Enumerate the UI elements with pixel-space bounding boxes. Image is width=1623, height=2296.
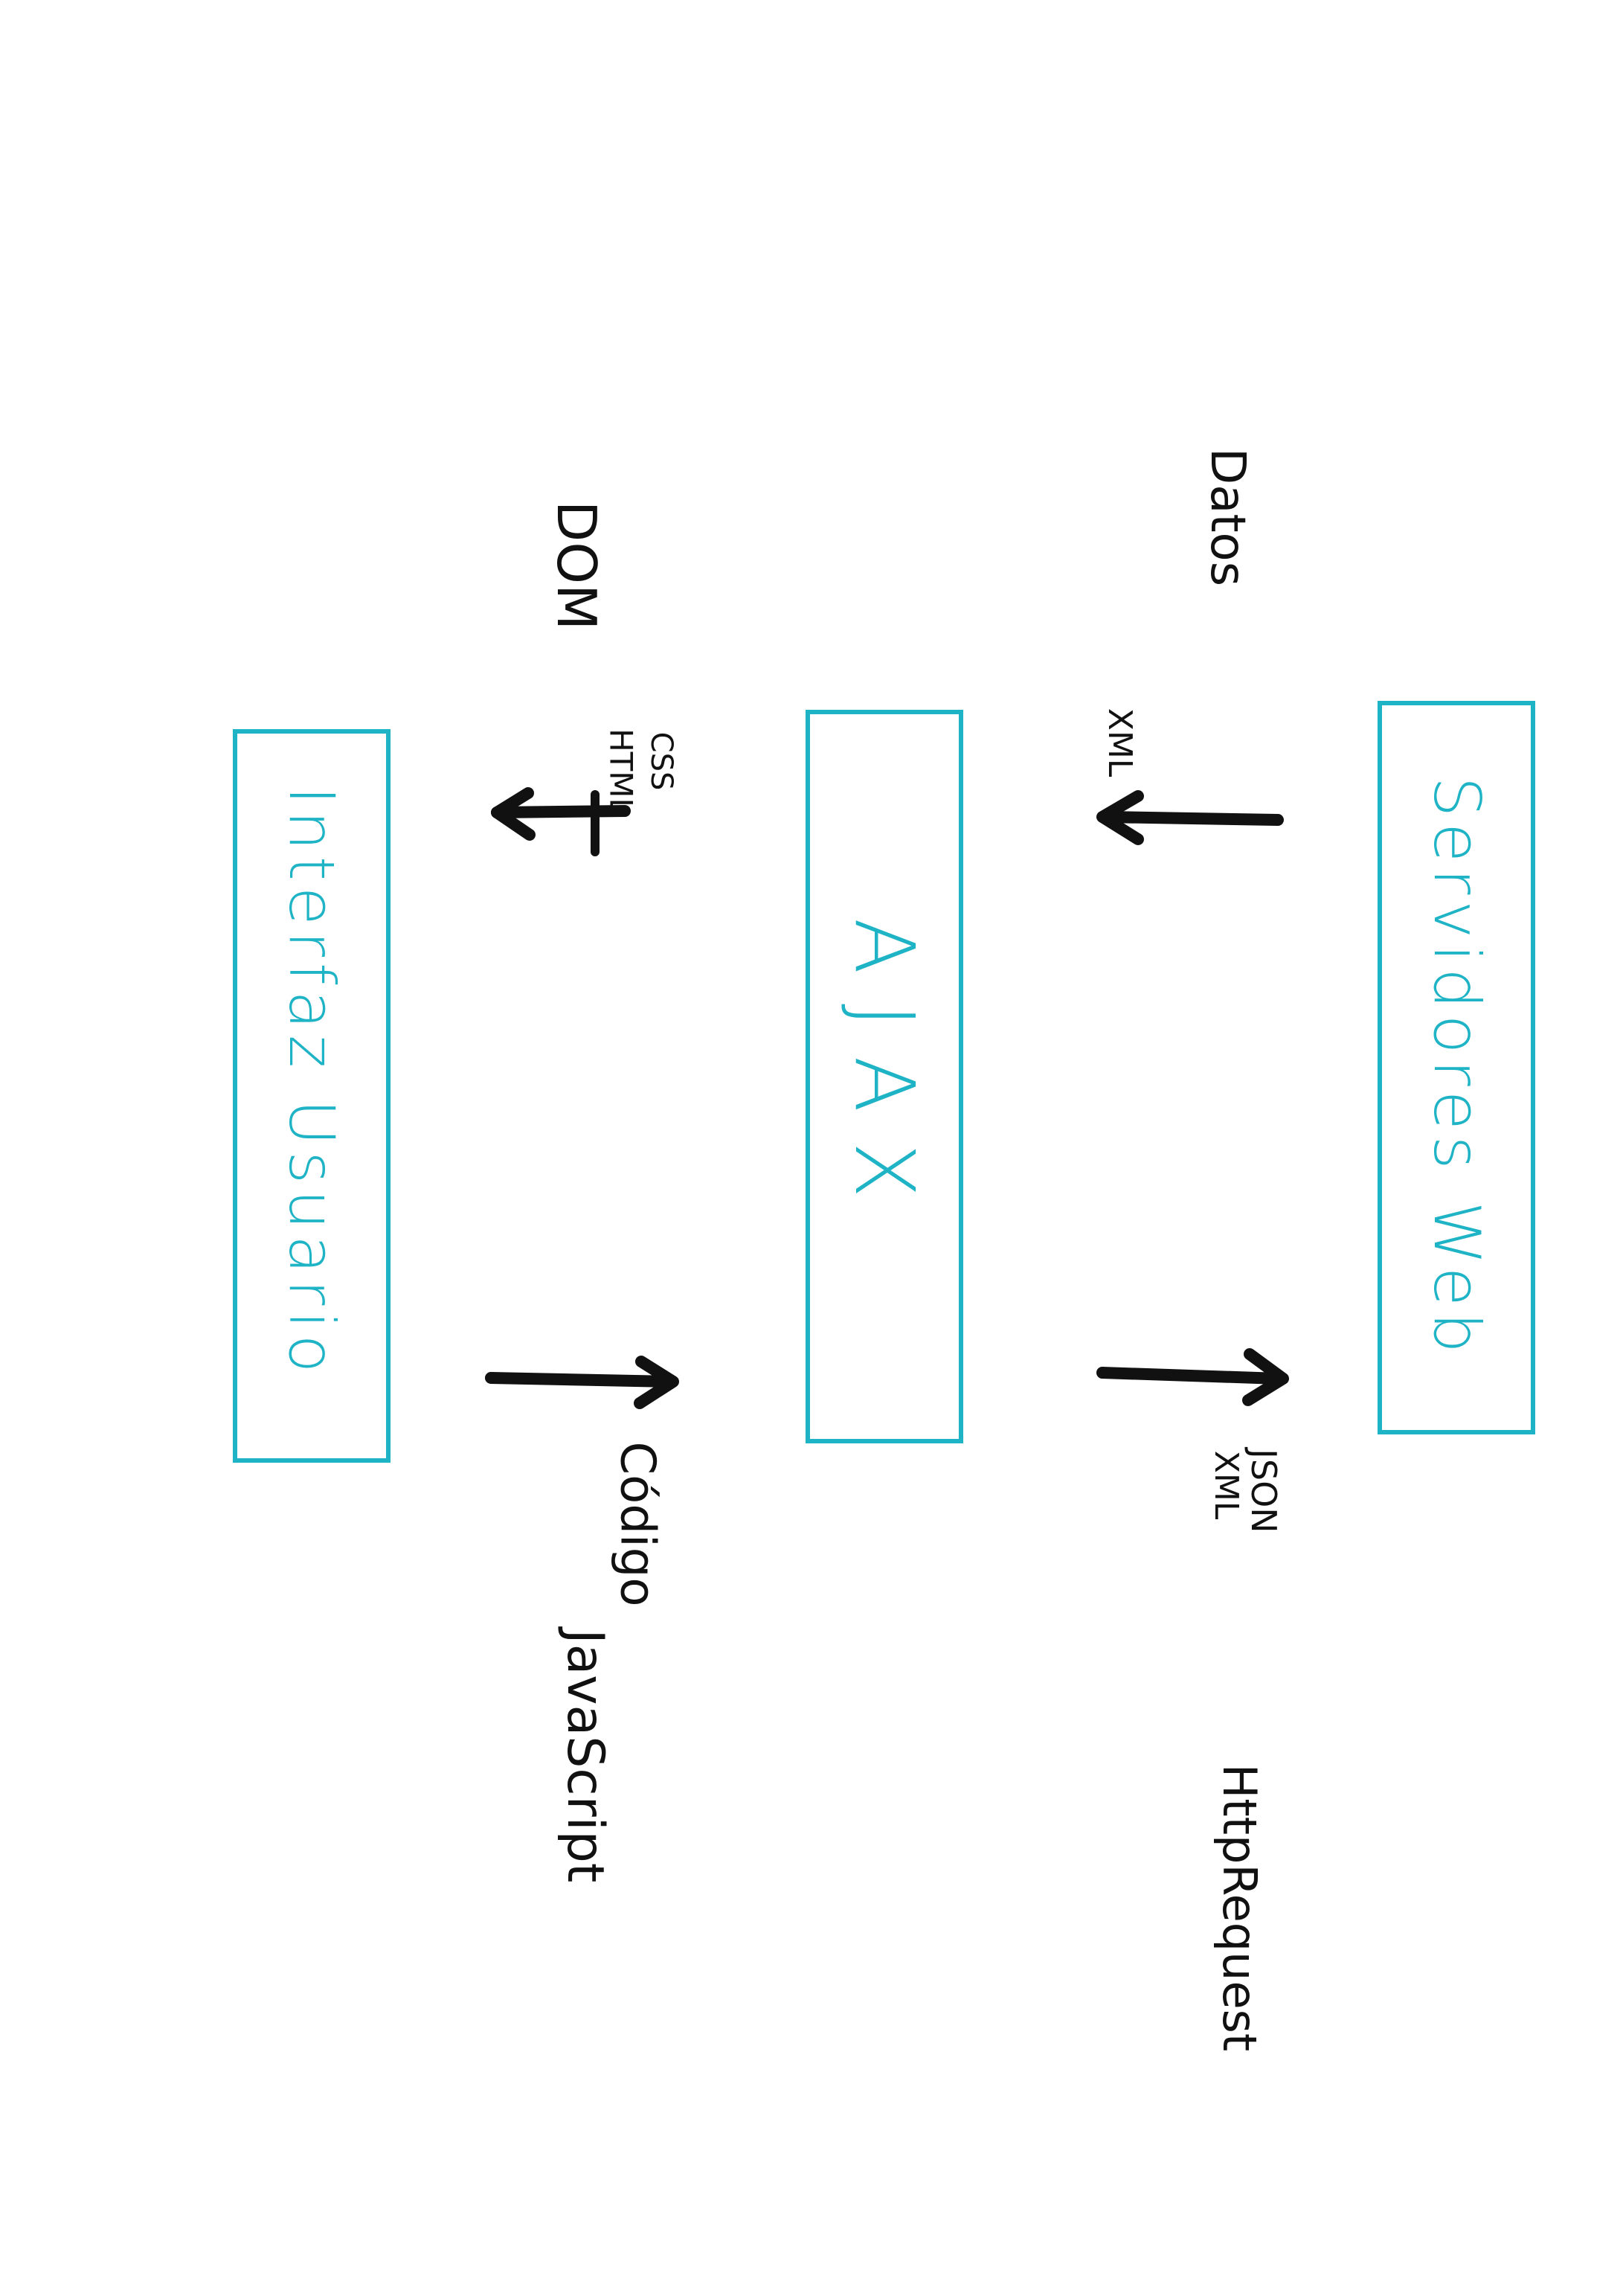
ajax-box [806,710,963,1443]
arrow-interfaz-to-ajax-icon [485,1356,679,1409]
interfaz-usuario-box [233,729,391,1463]
arrow-servidores-to-ajax-icon [1096,790,1284,845]
arrow-ajax-to-interfaz-icon [491,787,631,856]
arrow-ajax-to-servidores-icon [1096,1348,1289,1406]
servidores-web-box [1378,701,1535,1434]
